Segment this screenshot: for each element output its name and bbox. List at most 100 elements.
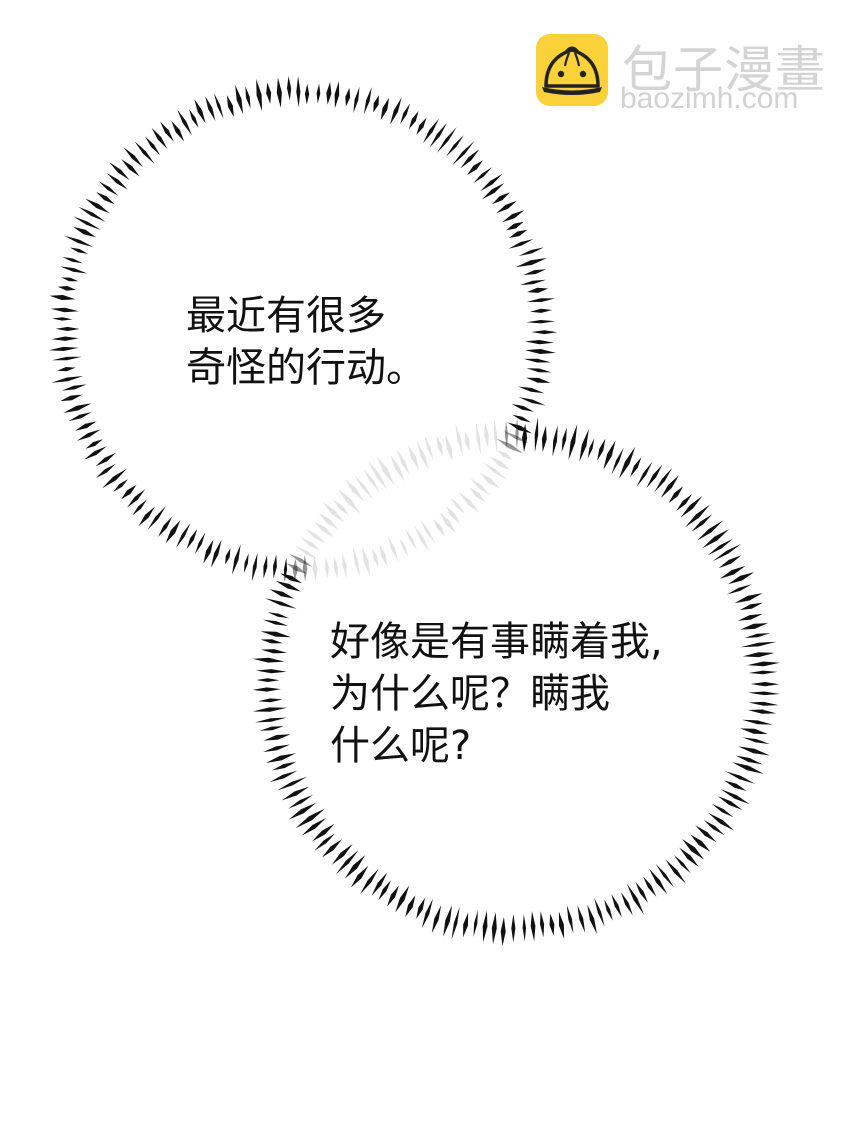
focus-line (252, 707, 287, 712)
focus-line (504, 420, 509, 449)
focus-line (740, 728, 768, 735)
focus-line (630, 457, 642, 477)
focus-line (748, 709, 777, 714)
focus-line (491, 912, 497, 945)
focus-line (643, 876, 657, 897)
focus-line (95, 463, 116, 478)
focus-line (654, 467, 673, 493)
focus-line (376, 455, 395, 486)
focus-line (527, 287, 549, 293)
focus-line (263, 555, 268, 579)
focus-line (269, 770, 298, 783)
focus-line (256, 79, 263, 112)
focus-line (732, 762, 764, 774)
focus-line (702, 529, 730, 549)
focus-line (475, 422, 481, 456)
focus-line (400, 103, 410, 125)
focus-line (509, 229, 528, 238)
watermark-brand: 包子漫畫 (622, 41, 826, 99)
focus-line (288, 794, 313, 809)
focus-line (271, 761, 297, 771)
focus-line (735, 755, 763, 765)
focus-line (214, 93, 224, 119)
focus-line (506, 221, 524, 231)
focus-line (243, 553, 249, 574)
focus-line (414, 525, 430, 552)
focus-line (518, 386, 545, 394)
focus-line (186, 529, 198, 549)
focus-line (51, 376, 84, 383)
focus-line (48, 346, 79, 351)
focus-line (127, 489, 146, 508)
focus-line (744, 633, 771, 638)
focus-line (61, 277, 79, 282)
focus-line (518, 397, 546, 406)
focus-line (51, 336, 79, 341)
focus-line (63, 403, 92, 413)
focus-line (579, 428, 589, 462)
focus-line (258, 698, 283, 703)
focus-line (603, 440, 616, 470)
focus-line (158, 516, 173, 537)
focus-line (655, 863, 674, 888)
focus-line (568, 424, 578, 461)
focus-line (333, 556, 338, 579)
focus-line (720, 789, 750, 805)
focus-line (252, 687, 281, 692)
focus-line (668, 486, 684, 503)
focus-line (718, 555, 742, 569)
focus-line (519, 279, 546, 286)
focus-line (748, 670, 778, 675)
focus-line (296, 76, 301, 108)
focus-line (690, 834, 711, 852)
focus-line (354, 474, 374, 500)
focus-line (61, 384, 87, 391)
focus-line (445, 506, 460, 524)
focus-line (324, 557, 329, 579)
focus-line (626, 883, 644, 915)
focus-line (57, 286, 76, 291)
focus-line (502, 210, 525, 223)
focus-line (147, 506, 166, 530)
focus-line (266, 82, 272, 104)
focus-line (437, 127, 457, 153)
focus-line (408, 445, 419, 470)
focus-line (273, 554, 277, 579)
focus-line (305, 528, 327, 544)
focus-line (405, 895, 416, 917)
focus-line (263, 744, 291, 753)
focus-line (387, 885, 399, 907)
focus-line (302, 554, 308, 582)
focus-line (57, 367, 76, 372)
focus-line (165, 520, 181, 544)
focus-line (728, 572, 755, 585)
focus-line (467, 160, 483, 175)
focus-line (717, 796, 743, 810)
focus-line (363, 469, 380, 492)
focus-line (480, 173, 503, 192)
focus-line (225, 548, 231, 565)
focus-line (322, 501, 345, 523)
focus-line (679, 847, 699, 867)
focus-line (145, 136, 161, 156)
focus-line (226, 95, 234, 118)
focus-line (134, 141, 155, 164)
focus-line (333, 499, 349, 516)
focus-line (446, 135, 464, 157)
focus-line (334, 81, 340, 109)
focus-line (255, 717, 287, 723)
focus-line (379, 544, 388, 567)
focus-line (260, 639, 283, 644)
focus-line (363, 87, 372, 115)
focus-line (98, 181, 119, 196)
focus-line (387, 535, 399, 563)
focus-line (326, 82, 332, 105)
focus-line (344, 855, 366, 879)
focus-line (416, 897, 425, 919)
focus-line (494, 417, 498, 454)
focus-line (496, 438, 524, 454)
focus-line (431, 905, 442, 934)
focus-line (265, 598, 297, 609)
focus-line (416, 441, 429, 471)
focus-line (452, 141, 475, 166)
